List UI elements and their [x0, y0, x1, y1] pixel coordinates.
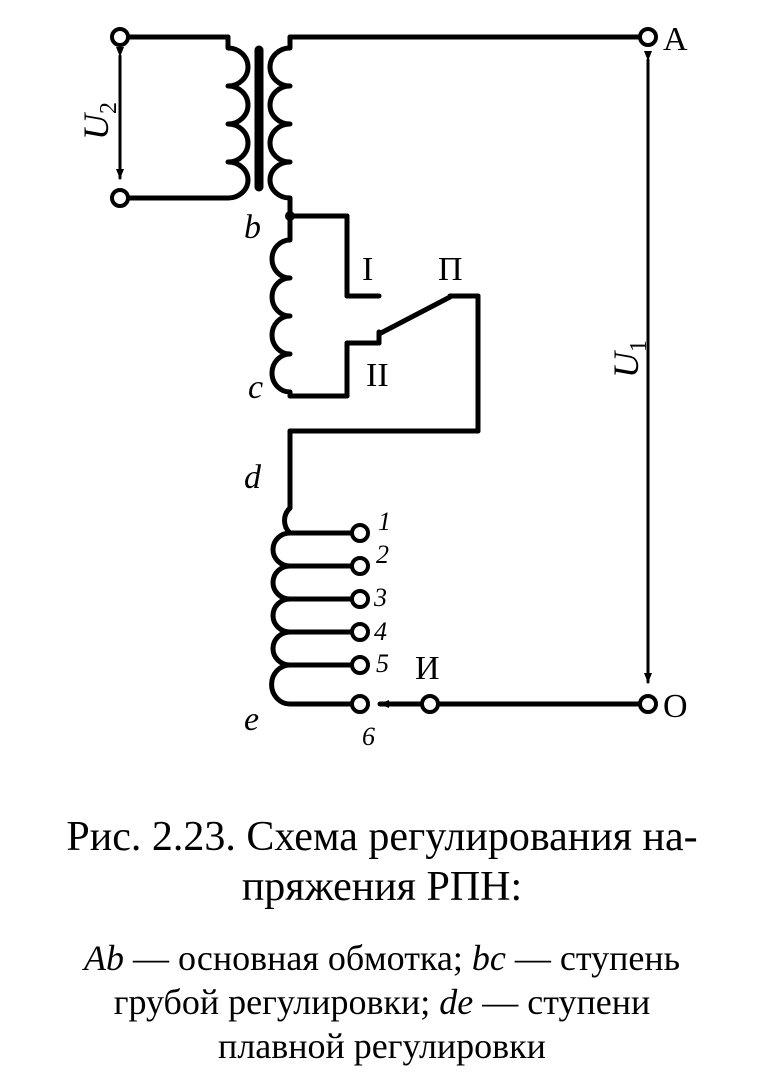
label-b: b	[244, 209, 261, 246]
label-U2: U	[76, 112, 116, 140]
terminal-A	[638, 27, 658, 47]
junction-b	[285, 211, 295, 221]
rpn-circuit-diagram: A O U 2 U 1 b c d e I II П И 1 2 3 4 5 6	[76, 21, 688, 751]
label-switch-II: II	[366, 357, 389, 394]
tap-terminal-1	[350, 523, 370, 543]
label-e: e	[244, 701, 259, 738]
label-O: O	[663, 688, 688, 725]
tap-terminal-4	[350, 622, 370, 642]
reversing-switch	[287, 293, 481, 511]
label-U1-subscript: 1	[626, 340, 652, 352]
figure-caption-title: Рис. 2.23. Схема регулирования на- пряже…	[0, 812, 764, 912]
tap-terminal-5	[350, 655, 370, 675]
term-de: de	[439, 982, 474, 1022]
label-A: A	[663, 21, 688, 58]
tap-label-4: 4	[374, 617, 387, 646]
caption-title-line-2: пряжения РПН:	[241, 864, 523, 910]
label-U2-subscript: 2	[96, 102, 122, 114]
label-switch-I: I	[362, 251, 373, 288]
fine-winding-de	[269, 505, 355, 707]
secondary-winding	[127, 34, 251, 201]
tap-label-2: 2	[376, 540, 389, 569]
tap-label-6: 6	[362, 722, 375, 751]
text-Ab: — основная обмотка;	[123, 938, 472, 978]
caption-legend-line-1: Ab — основная обмотка; bc — ступень	[0, 936, 764, 980]
tap-label-1: 1	[378, 507, 391, 536]
coarse-winding-bc	[269, 213, 382, 399]
label-c: c	[248, 369, 263, 406]
caption-legend-line-3: плавной регулировки	[218, 1026, 546, 1066]
label-selector-I: И	[415, 650, 440, 687]
text-de: — ступени	[473, 982, 651, 1022]
term-Ab: Ab	[83, 938, 124, 978]
terminal-u2-bottom	[110, 188, 130, 208]
selector-terminal	[420, 694, 440, 714]
tap-terminal-6	[350, 694, 370, 714]
tap-terminal-2	[350, 556, 370, 576]
figure-caption-legend: Ab — основная обмотка; bc — ступень груб…	[0, 936, 764, 1068]
caption-title-line-1: Рис. 2.23. Схема регулирования на-	[66, 814, 698, 860]
tap-terminal-3	[350, 589, 370, 609]
main-winding-Ab	[267, 34, 641, 219]
label-switch-P: П	[438, 251, 463, 288]
text-bc: — ступень	[505, 938, 681, 978]
label-U1: U	[606, 350, 646, 378]
terminal-u2-top	[110, 27, 130, 47]
tap-label-3: 3	[373, 583, 387, 612]
terminal-O	[638, 694, 658, 714]
tap-label-5: 5	[376, 649, 389, 678]
caption-legend-line-2: грубой регулировки; de — ступени	[0, 980, 764, 1024]
label-d: d	[244, 459, 262, 496]
text-coarse: грубой регулировки;	[113, 982, 440, 1022]
term-bc: bc	[471, 938, 506, 978]
